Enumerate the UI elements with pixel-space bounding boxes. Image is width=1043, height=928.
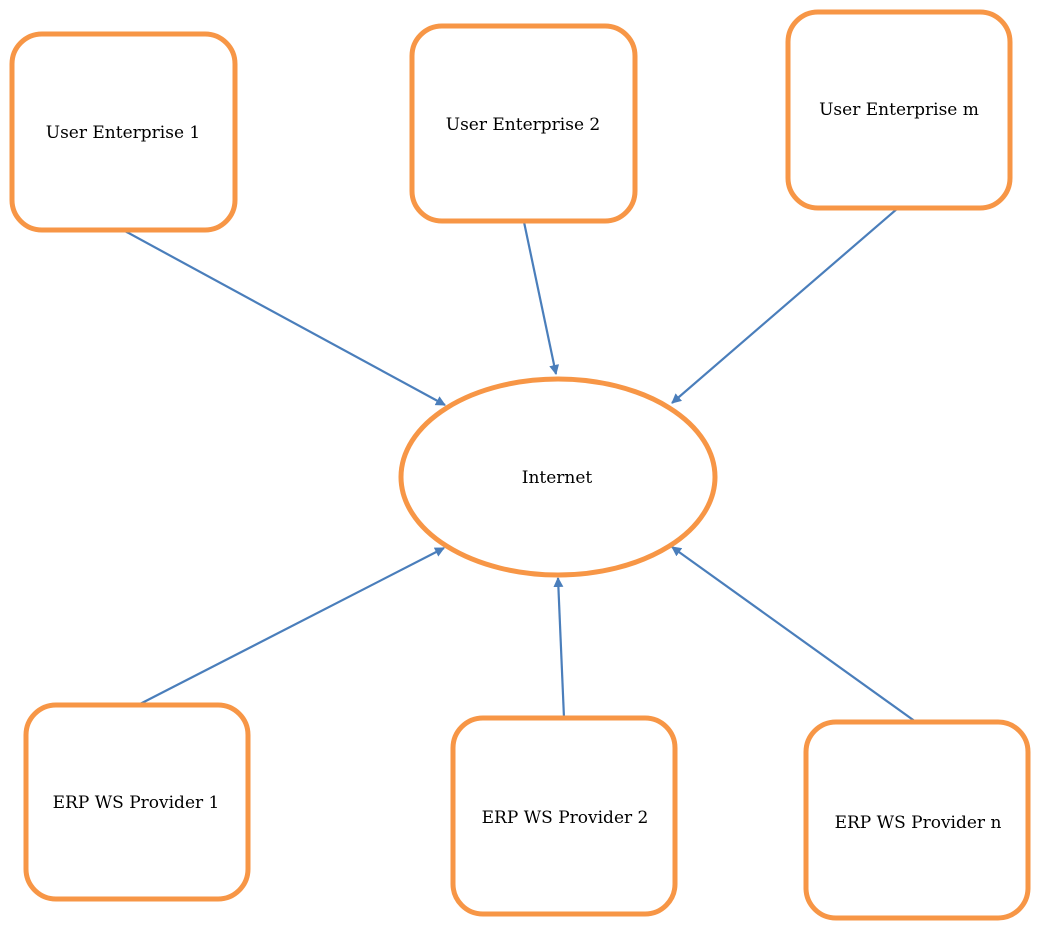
arrow-p2-to-internet [553, 577, 566, 719]
provider-box [450, 715, 678, 917]
user-enterprise-node: User Enterprise 2 [409, 23, 638, 224]
provider-label: ERP WS Provider 1 [53, 793, 220, 813]
user-enterprise-node: User Enterprise m [785, 9, 1013, 211]
arrow-ue1-to-internet [122, 229, 446, 406]
user-enterprise-label: User Enterprise 1 [46, 123, 200, 143]
user-enterprise-node: User Enterprise 1 [9, 31, 238, 233]
connector-group [122, 207, 917, 723]
user-enterprise-label: User Enterprise 2 [446, 115, 600, 135]
provider-box [23, 702, 251, 902]
provider-node: ERP WS Provider 1 [23, 702, 251, 902]
internet-node: Internet [398, 376, 718, 578]
provider-label: ERP WS Provider n [835, 813, 1002, 833]
internet-ellipse [398, 376, 718, 578]
arrow-p1-to-internet [137, 547, 445, 706]
arrow-pn-to-internet [671, 546, 917, 723]
arrow-ue2-to-internet [522, 221, 560, 375]
internet-label: Internet [522, 468, 593, 488]
provider-box [803, 719, 1031, 921]
user-enterprise-box [9, 31, 238, 233]
user-enterprise-label: User Enterprise m [819, 100, 979, 120]
user-enterprise-box [409, 23, 638, 224]
provider-label: ERP WS Provider 2 [482, 808, 649, 828]
provider-node: ERP WS Provider 2 [450, 715, 678, 917]
user-enterprise-box [785, 9, 1013, 211]
arrow-uem-to-internet [671, 207, 899, 404]
provider-node: ERP WS Provider n [803, 719, 1031, 921]
